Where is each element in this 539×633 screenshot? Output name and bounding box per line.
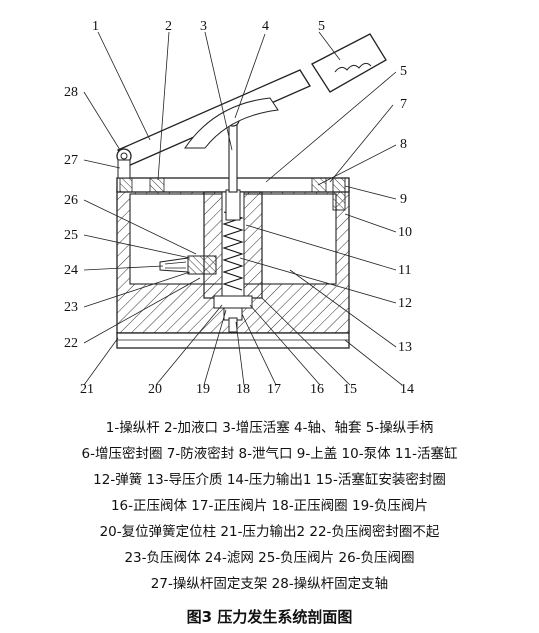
label-18: 18 <box>236 382 250 397</box>
label-9: 9 <box>400 192 407 207</box>
legend-line-6: 23-负压阀体 24-滤网 25-负压阀片 26-负压阀圈 <box>124 550 415 566</box>
label-15: 15 <box>343 382 357 397</box>
legend-line-2: 6-增压密封圈 7-防液密封 8-泄气口 9-上盖 10-泵体 11-活塞缸 <box>81 446 458 462</box>
label-1: 1 <box>92 19 99 34</box>
label-19: 19 <box>196 382 210 397</box>
label-25: 25 <box>64 228 78 243</box>
label-5-handle: 5 <box>318 19 325 34</box>
label-2: 2 <box>165 19 172 34</box>
label-13: 13 <box>398 340 412 355</box>
lever-arm <box>116 69 311 179</box>
lever-handle <box>311 33 387 93</box>
legend-line-5: 20-复位弹簧定位柱 21-压力输出2 22-负压阀密封圈不起 <box>99 524 440 540</box>
cross-section-diagram: 1 2 3 4 5 5 7 8 9 10 11 12 13 14 15 16 1… <box>64 19 414 397</box>
label-16: 16 <box>310 382 324 397</box>
label-27: 27 <box>64 153 78 168</box>
label-22: 22 <box>64 336 78 351</box>
label-20: 20 <box>148 382 162 397</box>
label-5-side: 5 <box>400 64 407 79</box>
label-17: 17 <box>267 382 281 397</box>
label-24: 24 <box>64 263 78 278</box>
label-26: 26 <box>64 193 78 208</box>
label-28: 28 <box>64 85 78 100</box>
label-12: 12 <box>398 296 412 311</box>
figure-caption: 图3 压力发生系统剖面图 <box>186 608 353 626</box>
piston-cylinder <box>203 189 263 333</box>
part-labels: 1 2 3 4 5 5 7 8 9 10 11 12 13 14 15 16 1… <box>64 19 414 397</box>
label-21: 21 <box>80 382 94 397</box>
legend-line-1: 1-操纵杆 2-加液口 3-增压活塞 4-轴、轴套 5-操纵手柄 <box>105 420 434 436</box>
leader-lines <box>83 31 403 386</box>
label-3: 3 <box>200 19 207 34</box>
legend-line-7: 27-操纵杆固定支架 28-操纵杆固定支轴 <box>150 576 389 592</box>
legend-line-4: 16-正压阀体 17-正压阀片 18-正压阀圈 19-负压阀片 <box>110 498 429 514</box>
label-8: 8 <box>400 137 407 152</box>
legend-line-3: 12-弹簧 13-导压介质 14-压力输出1 15-活塞缸安装密封圈 <box>93 472 446 488</box>
label-4: 4 <box>262 19 269 34</box>
label-23: 23 <box>64 300 78 315</box>
label-7: 7 <box>400 97 407 112</box>
label-11: 11 <box>398 263 411 278</box>
negative-pressure-valve <box>159 255 217 275</box>
label-14: 14 <box>400 382 414 397</box>
label-10: 10 <box>398 225 412 240</box>
